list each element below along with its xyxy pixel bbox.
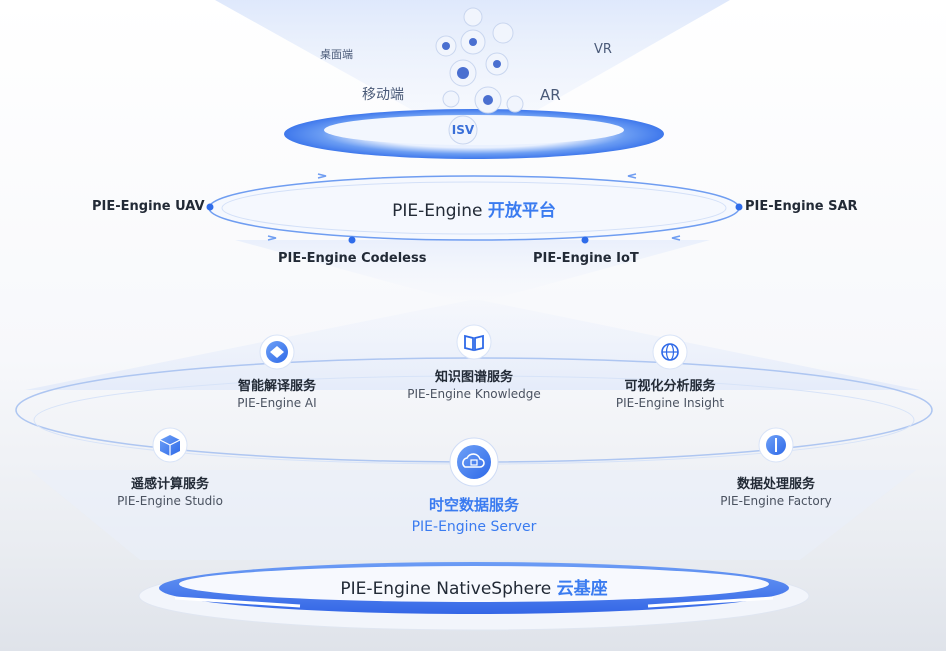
cloud-server-icon [449, 437, 499, 487]
service-studio-en: PIE-Engine Studio [117, 494, 223, 508]
label-isv: ISV [451, 123, 475, 137]
label-ar: AR [540, 86, 561, 104]
data-process-icon [758, 427, 794, 463]
label-sar: PIE-Engine SAR [745, 199, 858, 214]
service-knowledge-en: PIE-Engine Knowledge [407, 387, 541, 401]
globe-icon [652, 334, 688, 370]
platform-title: PIE-Engine 开放平台 [392, 196, 556, 221]
node-iot [581, 236, 589, 244]
service-insight-en: PIE-Engine Insight [615, 396, 725, 410]
service-insight-cn: 可视化分析服务 [624, 379, 716, 394]
node-codeless [348, 236, 356, 244]
base-title: PIE-Engine NativeSphere 云基座 [340, 574, 607, 599]
service-ai-cn: 智能解译服务 [237, 379, 317, 394]
node-uav [206, 203, 214, 211]
service-server: 时空数据服务 PIE-Engine Server [412, 494, 537, 535]
service-server-en: PIE-Engine Server [411, 519, 537, 535]
service-factory-en: PIE-Engine Factory [720, 494, 832, 508]
label-codeless: PIE-Engine Codeless [278, 251, 427, 266]
service-server-cn: 时空数据服务 [428, 496, 519, 514]
service-factory: 数据处理服务 PIE-Engine Factory [720, 473, 831, 508]
platform-title-en: PIE-Engine [392, 201, 483, 221]
base-title-en: PIE-Engine NativeSphere [340, 579, 552, 599]
node-sar [735, 203, 743, 211]
service-knowledge-cn: 知识图谱服务 [434, 370, 513, 385]
service-knowledge: 知识图谱服务 PIE-Engine Knowledge [407, 366, 541, 401]
service-studio-cn: 遥感计算服务 [130, 477, 210, 492]
platform-title-cn: 开放平台 [487, 201, 556, 221]
smart-interpret-icon [259, 334, 295, 370]
service-studio: 遥感计算服务 PIE-Engine Studio [117, 473, 223, 508]
service-insight: 可视化分析服务 PIE-Engine Insight [616, 375, 724, 410]
base-title-cn: 云基座 [556, 579, 608, 599]
book-icon [456, 324, 492, 360]
cube-icon [152, 427, 188, 463]
label-uav: PIE-Engine UAV [92, 199, 205, 214]
label-vr: VR [594, 42, 612, 57]
label-iot: PIE-Engine IoT [533, 251, 639, 266]
label-mobile: 移动端 [362, 87, 404, 103]
service-ai: 智能解译服务 PIE-Engine AI [237, 375, 316, 410]
service-factory-cn: 数据处理服务 [736, 477, 815, 492]
service-ai-en: PIE-Engine AI [237, 396, 317, 410]
label-desktop: 桌面端 [320, 48, 353, 61]
